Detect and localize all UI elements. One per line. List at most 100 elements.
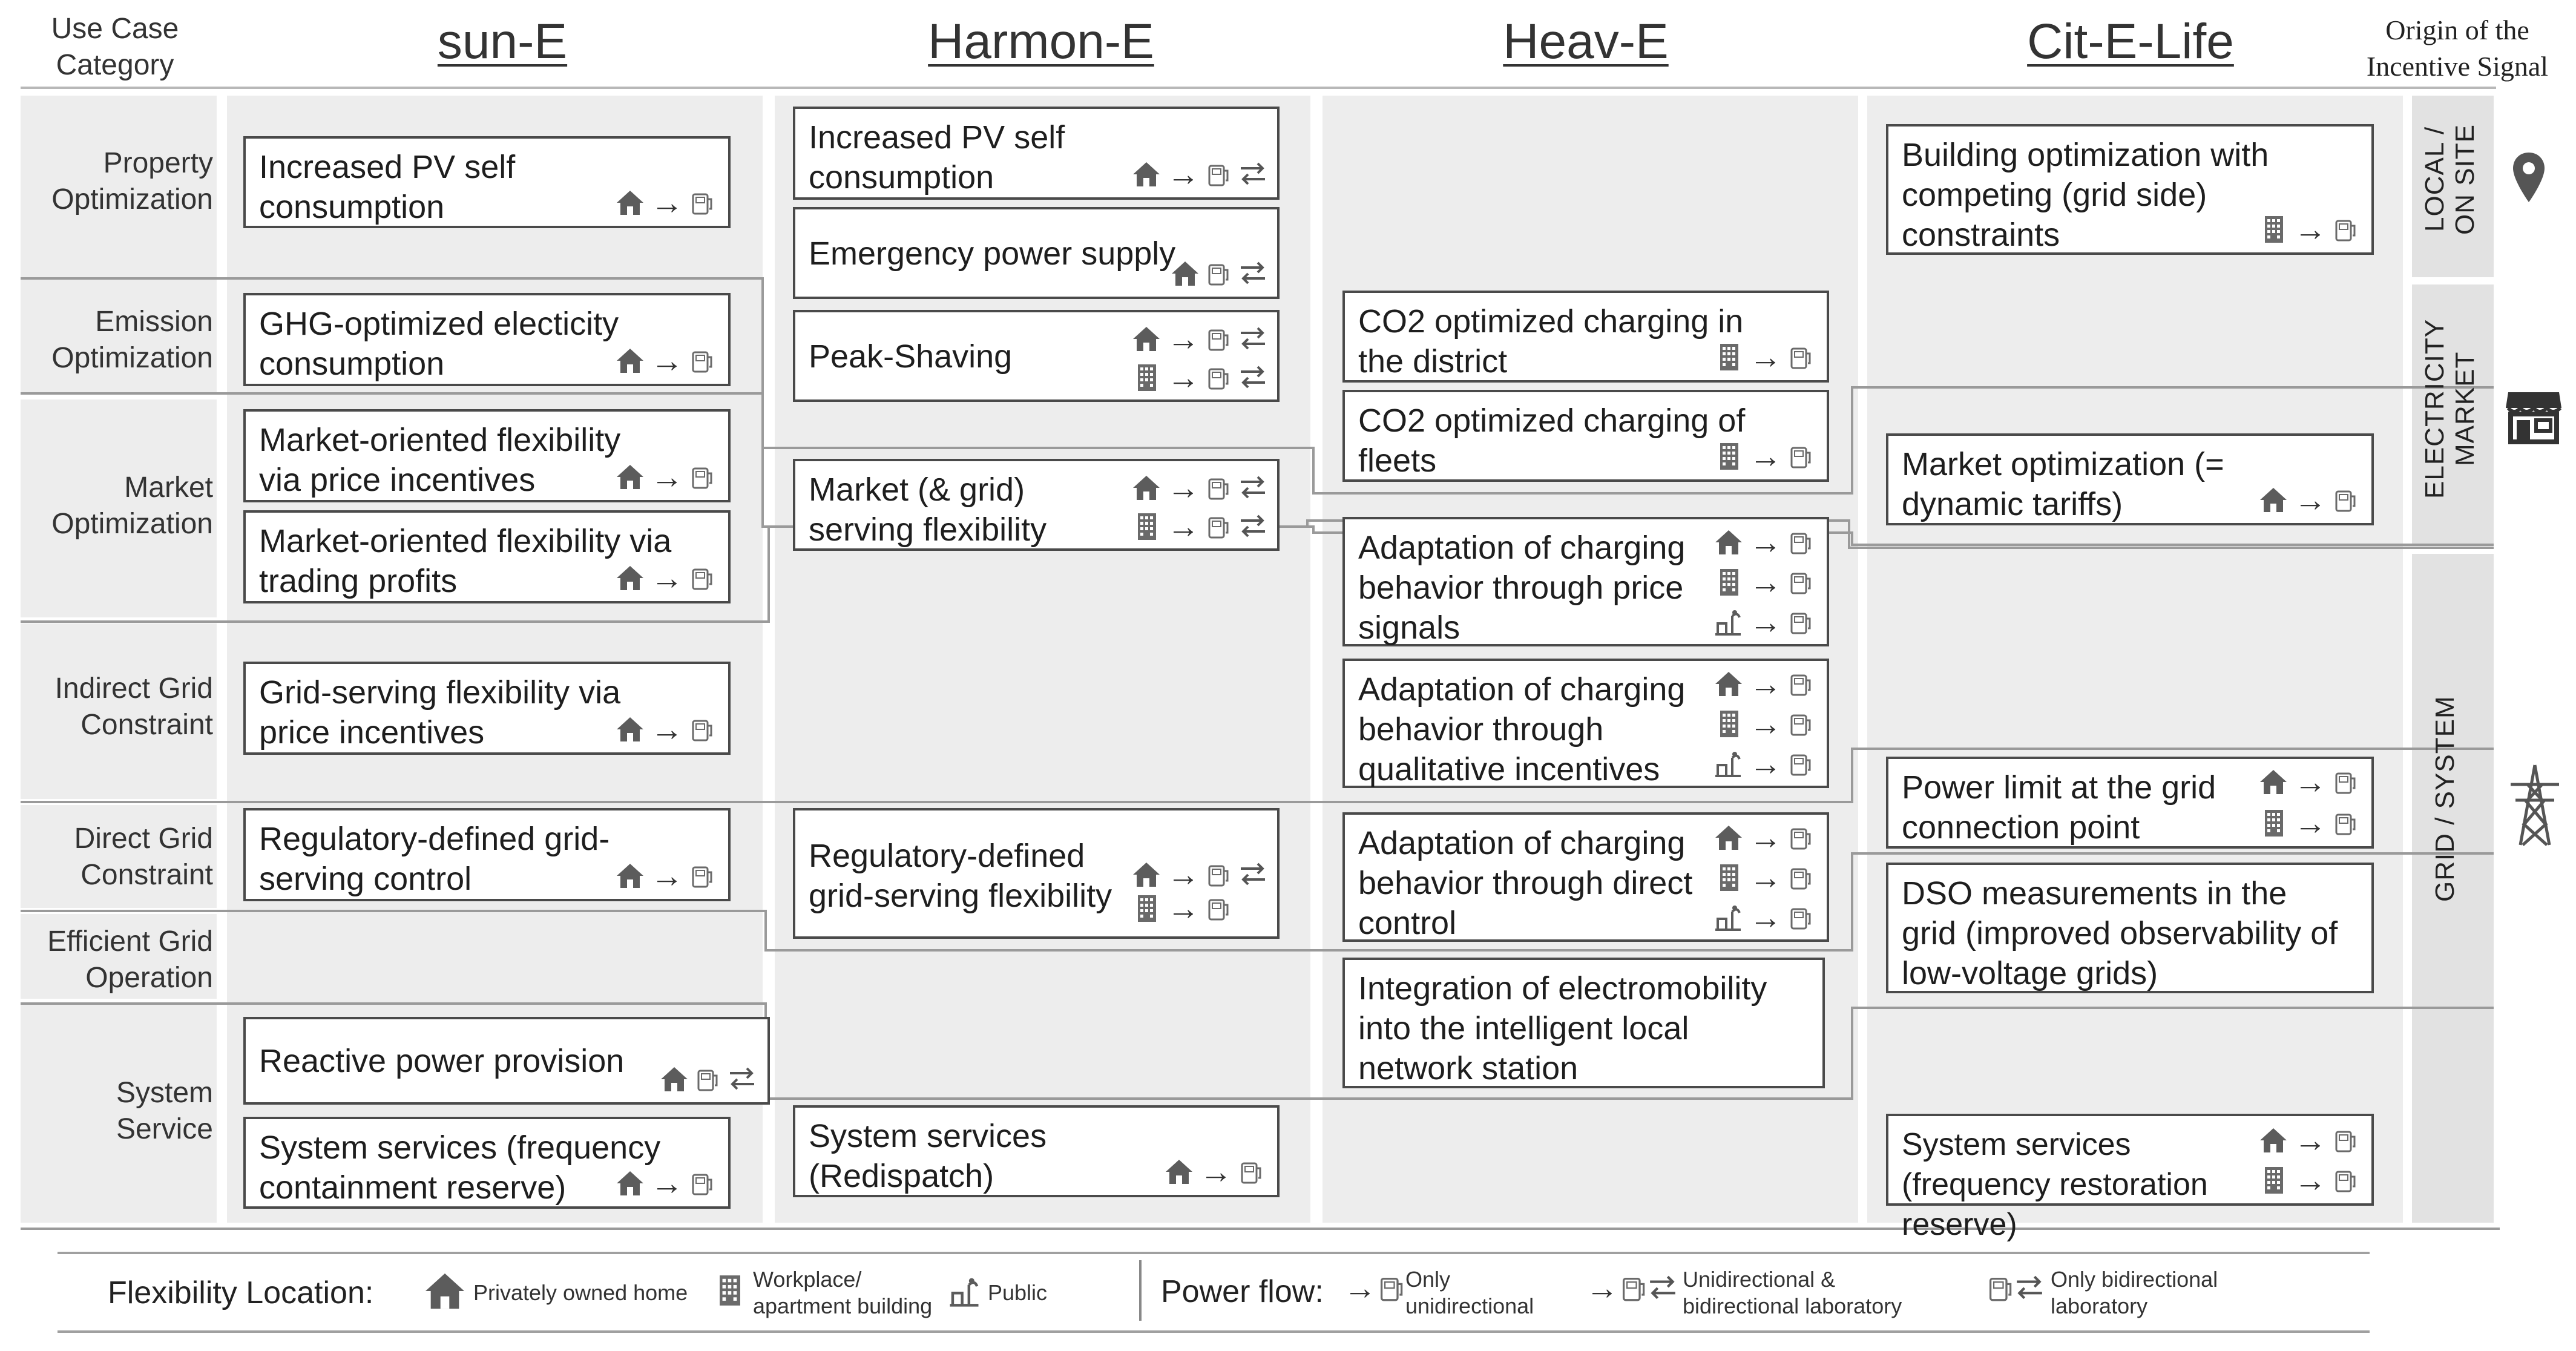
plug-icon: [1790, 714, 1811, 736]
bidirectional-arrows-icon: [1240, 476, 1266, 499]
box-text: CO2 optimized charging of fleets: [1358, 403, 1746, 479]
plug-icon: [2335, 220, 2356, 242]
box-text: DSO measurements in the grid (improved o…: [1902, 875, 2338, 991]
arrow-icon: →: [2294, 211, 2327, 248]
arrow-icon: →: [1749, 746, 1782, 782]
plug-icon: [1790, 573, 1811, 594]
home-icon: [617, 1171, 643, 1195]
arrow-icon: →: [1749, 564, 1782, 600]
arrow-icon: →: [651, 858, 683, 894]
home-icon: [425, 1273, 465, 1309]
arrow-icon: →: [1749, 666, 1782, 702]
box-harmon-redispatch: System services (Redispatch) →: [793, 1105, 1280, 1197]
arrow-icon: →: [2294, 764, 2327, 800]
arrow-icon: →: [651, 343, 683, 379]
box-harmon-pv-self-consumption: Increased PV self consumption →: [793, 107, 1280, 200]
box-sune-pv-self-consumption: Increased PV self consumption →: [243, 136, 731, 228]
arrow-icon: →: [1749, 899, 1782, 936]
building-icon: [2265, 216, 2283, 243]
box-harmon-market-grid-flexibility: Market (& grid) serving flexibility → →: [793, 459, 1280, 551]
home-icon: [617, 864, 643, 888]
legend-uni-bi-icons: →: [1586, 1271, 1678, 1305]
plug-icon: [1790, 613, 1811, 634]
plug-icon: [2335, 772, 2356, 794]
plug-icon: [697, 1070, 718, 1091]
home-icon: [661, 1067, 688, 1091]
plug-icon: [692, 351, 712, 373]
box-text: Regulatory-defined grid-serving flexibil…: [809, 838, 1112, 914]
category-direct-grid-constraint: Direct Grid Constraint: [74, 823, 213, 891]
plug-icon: [2335, 1171, 2356, 1192]
public-charging-icon: [947, 1275, 981, 1309]
box-cit-power-limit: Power limit at the grid connection point…: [1886, 757, 2374, 849]
building-icon: [1138, 364, 1156, 391]
plug-icon: [1790, 674, 1811, 696]
plug-icon: [1208, 865, 1229, 887]
legend-divider: [1139, 1260, 1142, 1321]
market-stall-icon: [2506, 392, 2562, 444]
box-harmon-emergency-power: Emergency power supply: [793, 207, 1280, 299]
header-category-label: Use Case Category: [51, 13, 179, 81]
box-heav-qualitative-incentives: Adaptation of charging behavior through …: [1342, 659, 1829, 788]
legend-flexibility-label: Flexibility Location:: [108, 1275, 374, 1310]
arrow-icon: →: [651, 185, 683, 221]
box-cit-dso-measurements: DSO measurements in the grid (improved o…: [1886, 863, 2374, 993]
home-icon: [2260, 488, 2287, 512]
plug-icon: [1790, 347, 1811, 369]
bidirectional-arrows-icon: [1240, 261, 1266, 284]
building-icon: [2265, 1167, 2283, 1194]
arrow-icon: →: [1749, 438, 1782, 475]
arrow-icon: →: [2294, 805, 2327, 841]
home-icon: [2260, 1128, 2287, 1152]
origin-header-label: Origin of the Incentive Signal: [2366, 15, 2549, 82]
plug-icon: [1241, 1162, 1261, 1184]
arrow-icon: →: [1749, 706, 1782, 742]
plug-icon: [1790, 828, 1811, 850]
bidirectional-arrows-icon: [1240, 162, 1266, 185]
category-market-optimization: Market Optimization: [51, 472, 213, 540]
category-system-service: System Service: [116, 1077, 213, 1145]
building-icon: [1720, 711, 1738, 737]
building-icon: [1720, 569, 1738, 596]
home-icon: [617, 191, 643, 215]
plug-icon: [692, 866, 712, 888]
box-heav-co2-fleets: CO2 optimized charging of fleets →: [1342, 390, 1829, 482]
arrow-icon: →: [651, 711, 683, 748]
home-icon: [1172, 261, 1198, 286]
plug-icon: [1380, 1277, 1403, 1301]
home-icon: [2260, 770, 2287, 794]
origin-local-on-site: LOCAL / ON SITE: [2420, 123, 2480, 235]
legend-bi-icons: [1986, 1271, 2045, 1305]
bidirectional-arrows-icon: [1240, 863, 1266, 886]
box-sune-grid-serving-price: Grid-serving flexibility via price incen…: [243, 662, 731, 755]
building-icon: [1138, 513, 1156, 540]
home-icon: [1133, 863, 1160, 887]
home-icon: [1715, 530, 1742, 554]
project-header-cit-e-life: Cit-E-Life: [2027, 14, 2234, 69]
box-heav-direct-control: Adaptation of charging behavior through …: [1342, 812, 1829, 942]
home-icon: [617, 566, 643, 590]
building-icon: [1720, 344, 1738, 370]
box-text: Market optimization (= dynamic tariffs): [1902, 446, 2224, 522]
plug-icon: [692, 720, 712, 741]
bidirectional-arrows-icon: [1648, 1271, 1678, 1305]
home-icon: [1715, 826, 1742, 850]
home-icon: [617, 717, 643, 741]
category-emission-optimization: Emission Optimization: [51, 306, 213, 374]
box-text: Peak-Shaving: [809, 338, 1013, 375]
bidirectional-arrows-icon: [729, 1067, 755, 1090]
plug-icon: [1208, 329, 1229, 351]
public-charging-icon: [1714, 751, 1742, 777]
arrow-icon: →: [1167, 508, 1200, 545]
category-property-optimization: Property Optimization: [51, 147, 213, 215]
plug-icon: [692, 568, 712, 590]
home-icon: [1133, 327, 1160, 351]
box-text: Increased PV self consumption: [259, 149, 516, 225]
box-text: Adaptation of charging behavior through …: [1358, 671, 1686, 787]
project-header-heav-e: Heav-E: [1503, 14, 1669, 69]
building-icon: [1720, 864, 1738, 891]
box-cit-market-optimization: Market optimization (= dynamic tariffs) …: [1886, 433, 2374, 525]
box-text: GHG-optimized electicity consumption: [259, 306, 619, 382]
home-icon: [1133, 476, 1160, 500]
